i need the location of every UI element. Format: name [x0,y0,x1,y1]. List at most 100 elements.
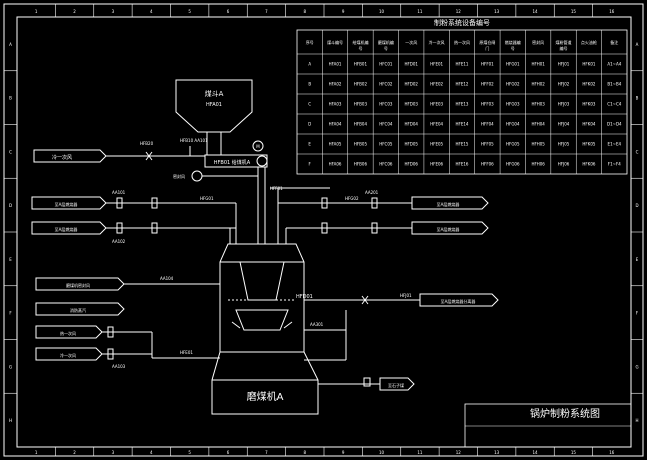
table-cell: HFG03 [506,102,520,107]
hot-air-label: 热一次风 [60,330,76,336]
table-cell: HFH03 [531,102,545,107]
table-cell: HFH01 [531,62,545,67]
table-header-cell: 燃烧器编 [505,39,521,45]
table-cell: HFA05 [329,142,342,147]
table-cell: HFE11 [456,62,469,67]
table-cell: HFC06 [379,162,393,167]
coal-mill: 磨煤机A HFD01 [211,243,319,415]
table-cell: HFF01 [481,62,494,67]
table-cell: HFE06 [430,162,443,167]
table-cell: HFJ06 [558,162,570,167]
table-cell: HFE05 [430,142,443,147]
frame-row-label: A [636,42,639,47]
burner-l2-label: 至A层燃烧器 [55,226,78,232]
table-cell: HFE02 [430,82,443,87]
table-cell: HFF04 [481,122,494,127]
frame-row-label: B [9,96,12,101]
frame-col-label: 10 [379,450,385,455]
frame-col-label: 12 [456,9,462,14]
table-cell: HFE01 [430,62,443,67]
table-cell: HFF03 [481,102,494,107]
frame-row-label: D [635,203,638,208]
table-cell: HFK05 [582,142,595,147]
frame-row-label: G [9,364,12,369]
frame-col-label: 15 [571,450,577,455]
table-cell: E1~E4 [608,142,622,147]
table-cell: HFE12 [456,82,469,87]
bunker-code: HFA01 [206,102,222,108]
table-cell: HFC03 [379,102,393,107]
table-cell: HFE14 [456,122,469,127]
table-cell: HFJ03 [558,102,570,107]
cold-air-in-label: 冷一次风 [52,154,72,161]
frame-col-label: 3 [112,450,115,455]
frame-col-label: 2 [73,9,76,14]
hff-label: HFF01 [270,186,283,191]
table-header-cell: 冷一次风 [429,39,445,45]
table-header-cell: 煤粉管道 [556,39,572,45]
table-cell: HFD05 [404,142,418,147]
frame-col-label: 16 [609,450,615,455]
tag-t4: AA102 [112,239,126,244]
frame-col-label: 11 [417,9,423,14]
table-cell: HFH05 [531,142,545,147]
tag-t3: AA101 [112,190,126,195]
tag-t10: HFJ01 [400,293,412,298]
frame-col-label: 9 [342,450,345,455]
frame-col-label: 1 [35,450,38,455]
table-cell: HFH06 [531,162,545,167]
table-cell: HFD04 [404,122,418,127]
frame-col-label: 14 [533,450,539,455]
frame-col-label: 8 [304,450,307,455]
table-cell: HFE03 [430,102,443,107]
frame-row-label: E [9,257,12,262]
frame-row-label: A [9,42,12,47]
table-cell: HFC05 [379,142,393,147]
table-header-cell: 一次风 [405,39,417,45]
table-header-cell: 点火油枪 [581,39,597,45]
table-cell: HFA04 [329,122,342,127]
feeder-label: HFB01 给煤机A [214,159,251,166]
table-header-cell: 密封风 [532,39,544,45]
table-cell: B1~B4 [607,82,621,87]
table-header-cell: 磨煤机编 [378,39,394,45]
outer-border [3,3,644,457]
table-row-number: C [308,102,311,107]
equipment-table: 制粉系统设备编号 序号煤斗编号给煤机编号磨煤机编号一次风冷一次风热一次风原煤仓闸… [296,18,628,175]
table-cell: HFE15 [456,142,469,147]
table-row-number: F [309,162,312,167]
table-cell: HFK01 [582,62,595,67]
frame-row-label: E [636,257,639,262]
table-header-cell: 编号 [560,45,568,51]
table-cell: HFA01 [329,62,342,67]
frame-col-label: 13 [494,9,500,14]
frame-col-label: 14 [533,9,539,14]
table-cell: HFA03 [329,102,342,107]
table-cell: HFK06 [582,162,595,167]
frame-col-label: 7 [265,450,268,455]
table-header-cell: 煤斗编号 [327,39,343,45]
table-cell: HFG06 [506,162,520,167]
table-cell: C1~C4 [607,102,621,107]
bunker-name: 煤斗A [205,89,224,98]
table-cell: HFE04 [430,122,443,127]
frame-col-label: 7 [265,9,268,14]
table-cell: HFD06 [404,162,418,167]
frame-row-label: C [9,149,12,154]
frame-col-label: 4 [150,9,153,14]
seal-air-label: 密封风 [173,173,185,179]
tag-t9: AA104 [160,276,174,281]
mill-name: 磨煤机A [247,390,284,403]
burner-r2-label: 至A层燃烧器 [437,226,460,232]
tag-t8: HFG02 [345,196,359,201]
table-header-cell: 备注 [610,39,618,45]
tag-t1: HFB10 AA101 [180,138,208,143]
table-row-number: E [308,142,311,147]
frame-row-label: H [9,418,12,423]
tag-t7: AA201 [365,190,379,195]
table-cell: HFC01 [379,62,393,67]
table-header-cell: 号 [511,45,515,51]
table-header-cell: 原煤仓闸 [479,39,495,45]
steam-label: 消防蒸汽 [70,307,86,313]
